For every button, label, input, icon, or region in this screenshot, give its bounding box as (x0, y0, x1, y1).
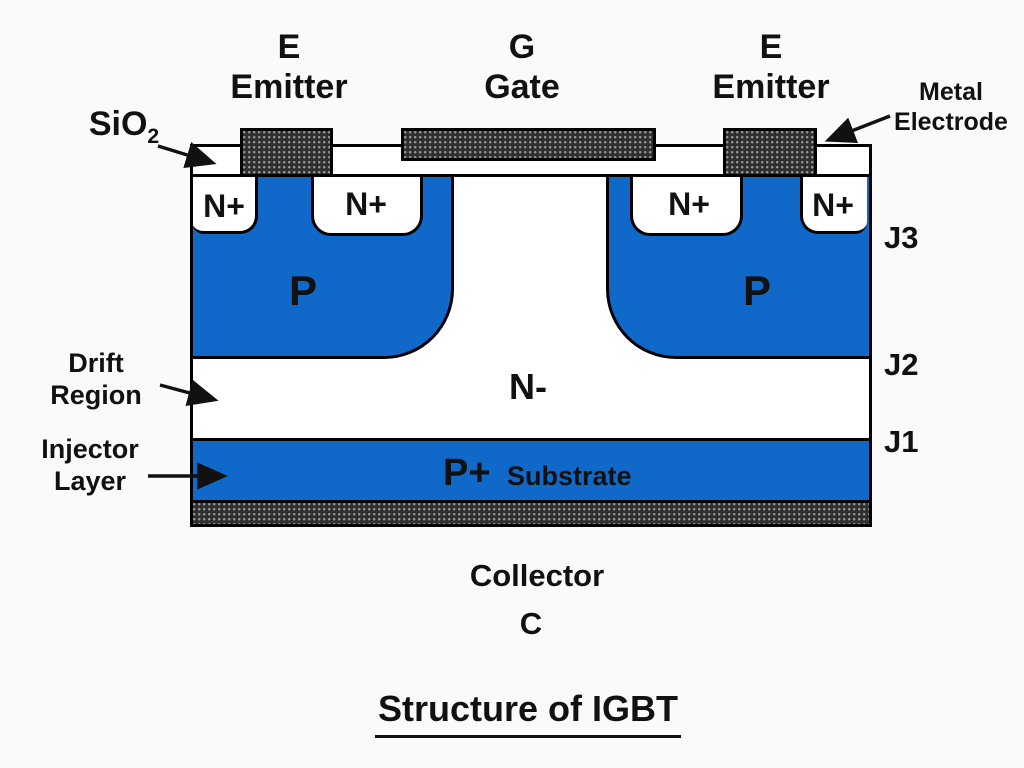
collector-terminal-label: Collector (469, 558, 605, 593)
emitter-right-terminal-label: E Emitter (712, 27, 829, 107)
p-plus-substrate-label: P+ Substrate (443, 451, 632, 496)
device-right-wall (869, 144, 872, 527)
junction-label-j2: J2 (884, 347, 919, 382)
metal-electrode-line1: Metal (919, 78, 983, 106)
sio2-callout-label: SiO2 (89, 104, 159, 150)
drift-region-line2: Region (50, 379, 142, 410)
emitter-electrode-left (240, 128, 333, 177)
collector-metal-electrode (190, 500, 872, 527)
n-plus-label-left-outer: N+ (203, 188, 245, 224)
p-plus-text: P+ (443, 452, 491, 494)
emitter-right-name: Emitter (712, 68, 830, 107)
junction-label-j3: J3 (884, 220, 919, 255)
device-left-wall (190, 144, 193, 527)
injector-layer-line2: Layer (53, 465, 127, 496)
n-plus-well-right-inner (630, 177, 743, 236)
injector-layer-callout-label: Injector Layer (41, 434, 139, 498)
n-plus-label-left-inner: N+ (345, 186, 387, 222)
gate-terminal-label: G Gate (484, 27, 560, 107)
metal-electrode-line2: Electrode (894, 107, 1008, 136)
p-region-label-right: P (742, 267, 772, 314)
gate-name: Gate (484, 68, 560, 107)
drift-region-line1: Drift (68, 348, 124, 378)
n-plus-well-left-inner (311, 177, 423, 236)
drift-region-callout-label: Drift Region (50, 348, 142, 412)
diagram-title: Structure of IGBT (374, 688, 682, 739)
sio2-subscript: 2 (147, 124, 160, 148)
p-plus-substrate-layer (192, 438, 872, 500)
emitter-left-name: Emitter (230, 68, 348, 107)
n-plus-label-right-inner: N+ (668, 186, 710, 222)
emitter-electrode-right (723, 128, 817, 177)
emitter-right-symbol: E (759, 28, 783, 66)
junction-label-j1: J1 (884, 424, 919, 459)
substrate-text: Substrate (507, 461, 632, 491)
sio2-text: SiO (88, 105, 148, 143)
gate-symbol: G (508, 28, 536, 66)
injector-layer-line1: Injector (41, 434, 139, 464)
metal-electrode-callout-label: Metal Electrode (894, 78, 1008, 137)
emitter-left-terminal-label: E Emitter (230, 27, 347, 107)
n-minus-region-label: N- (509, 366, 547, 407)
emitter-left-symbol: E (277, 28, 301, 66)
gate-electrode (401, 128, 656, 161)
collector-symbol-label: C (519, 606, 543, 641)
metal-electrode-arrow (824, 114, 891, 144)
n-plus-label-right-outer: N+ (812, 187, 854, 223)
p-region-label-left: P (288, 267, 318, 314)
n-plus-well-right-outer (800, 177, 867, 234)
n-plus-well-left-outer (192, 177, 258, 234)
